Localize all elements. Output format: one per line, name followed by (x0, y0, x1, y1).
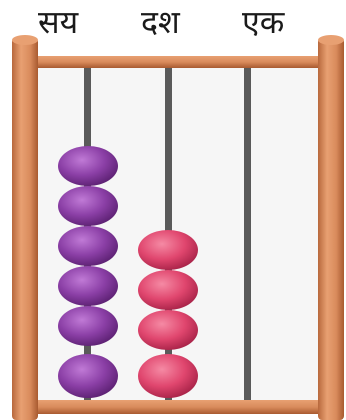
abacus-left-post (12, 38, 38, 420)
abacus-right-post (318, 38, 344, 420)
bead (58, 226, 118, 266)
abacus-bottom-bar (22, 400, 328, 414)
bead (58, 354, 118, 398)
place-value-labels: सय दश एक (0, 0, 346, 52)
ones-label: एक (242, 6, 284, 38)
bead (138, 310, 198, 350)
ones-rod (244, 66, 251, 402)
tens-label: दश (141, 6, 180, 38)
bead (58, 146, 118, 186)
bead (58, 266, 118, 306)
hundreds-label: सय (38, 6, 78, 38)
abacus-top-bar (22, 56, 328, 68)
bead (138, 270, 198, 310)
bead (138, 230, 198, 270)
bead (138, 354, 198, 398)
bead (58, 306, 118, 346)
bead (58, 186, 118, 226)
